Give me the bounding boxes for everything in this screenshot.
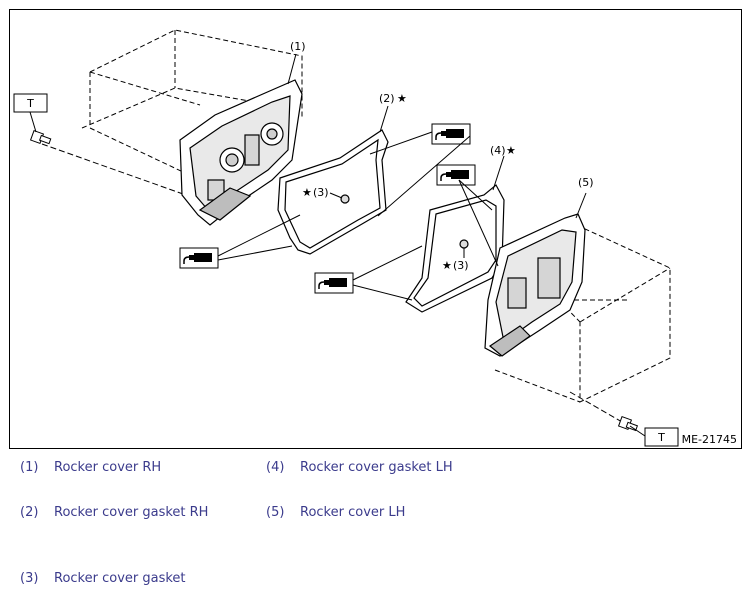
torque-box-rh: T [13, 93, 48, 133]
legend-item-3: (3)Rocker cover gasket [20, 571, 186, 586]
callout-3a-star: ★ [302, 186, 312, 199]
callout-4: (4) [490, 144, 506, 157]
callout-5: (5) [578, 176, 594, 189]
callout-1: (1) [290, 40, 306, 53]
sealant-tube-icon [179, 247, 219, 269]
torque-box-lh: T [629, 425, 679, 447]
rocker-cover-gasket-rh [277, 129, 389, 255]
bolt-rh [29, 129, 52, 145]
diagram-canvas: T T [13, 29, 679, 447]
rocker-cover-lh [484, 213, 586, 357]
callout-3b: (3) [453, 259, 469, 272]
callout-4-star: ★ [506, 144, 516, 157]
legend-item-1: (1)Rocker cover RH [20, 460, 162, 475]
sealant-tube-icon [431, 123, 471, 145]
legend-item-4: (4)Rocker cover gasket LH [266, 460, 453, 475]
callout-3b-star: ★ [442, 259, 452, 272]
callout-2: (2) [379, 92, 395, 105]
sealant-tube-icon [436, 164, 476, 186]
rh-bolt-axis [41, 143, 201, 201]
legend-item-2: (2)Rocker cover gasket RH [20, 505, 209, 520]
rocker-cover-rh [179, 79, 303, 226]
legend-item-5: (5)Rocker cover LH [266, 505, 406, 520]
torque-label-lh: T [657, 431, 665, 444]
lh-bolt-axis [569, 391, 623, 423]
exploded-diagram: T T [9, 9, 742, 449]
figure-id: ME-21745 [681, 433, 737, 446]
rh-envelope-box [81, 29, 303, 181]
sealant-leaders [217, 53, 587, 301]
callout-2-star: ★ [397, 92, 407, 105]
bolt-lh [617, 415, 639, 432]
torque-label-rh: T [26, 97, 34, 110]
callout-3a: (3) [313, 186, 329, 199]
sealant-tube-icon [314, 272, 354, 294]
